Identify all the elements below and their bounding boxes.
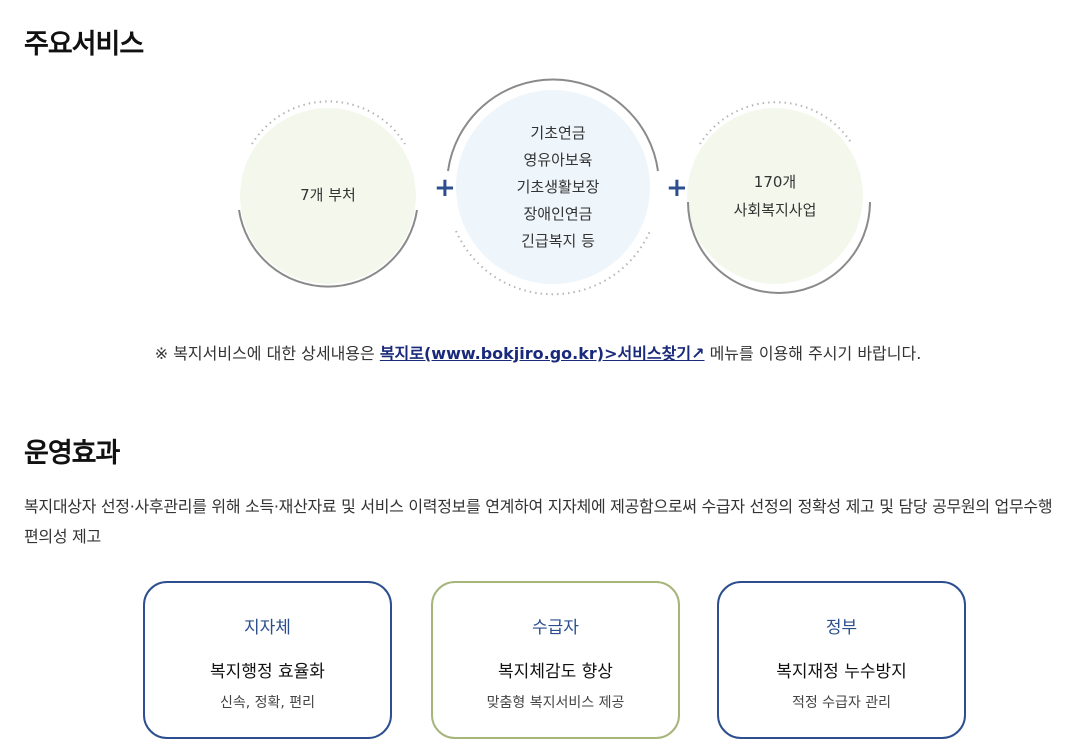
circle-middle-item: 장애인연금 bbox=[523, 205, 593, 223]
circle-left-arc-solid bbox=[238, 209, 418, 288]
card-heading: 수급자 bbox=[532, 618, 579, 638]
bokjiro-link[interactable]: 복지로(www.bokjiro.go.kr)>서비스찾기↗ bbox=[380, 344, 705, 363]
circle-left-line: 7개 부처 bbox=[300, 186, 356, 204]
plus-left: + bbox=[434, 173, 456, 203]
plus-right: + bbox=[666, 173, 688, 203]
external-link-icon: ↗ bbox=[691, 344, 705, 363]
card-subtitle: 맞춤형 복지서비스 제공 bbox=[486, 695, 625, 711]
circle-left-fill bbox=[240, 108, 416, 284]
circle-middle-item: 긴급복지 등 bbox=[521, 232, 595, 250]
card-heading: 지자체 bbox=[244, 618, 291, 638]
services-diagram: + + 7개 부처 기초연금 영유아보육 기초생활보장 장애인연금 긴급복지 등… bbox=[230, 76, 890, 306]
card-heading: 정부 bbox=[825, 618, 858, 638]
effects-description: 복지대상자 선정·사후관리를 위해 소득·재산자료 및 서비스 이력정보를 연계… bbox=[24, 497, 1053, 546]
section-title-effects: 운영효과 bbox=[24, 438, 120, 469]
card-subtitle: 신속, 정확, 편리 bbox=[219, 695, 316, 711]
card-subtitle: 적정 수급자 관리 bbox=[791, 695, 892, 711]
circle-middle-arc-solid bbox=[447, 78, 659, 172]
circle-right-arc-solid bbox=[687, 201, 871, 294]
circle-middle-label: 기초연금 영유아보육 기초생활보장 장애인연금 긴급복지 등 bbox=[448, 120, 668, 255]
section-title-services: 주요서비스 bbox=[24, 29, 144, 60]
circle-middle-item: 영유아보육 bbox=[523, 151, 593, 169]
diagram-graphics: + + bbox=[238, 78, 871, 296]
card-title: 복지체감도 향상 bbox=[498, 662, 613, 682]
notice-text: ※ 복지서비스에 대한 상세내용은 복지로(www.bokjiro.go.kr)… bbox=[0, 340, 1076, 364]
card-recipient: 수급자 복지체감도 향상 맞춤형 복지서비스 제공 bbox=[431, 581, 680, 739]
card-title: 복지행정 효율화 bbox=[210, 662, 325, 682]
card-government: 정부 복지재정 누수방지 적정 수급자 관리 bbox=[717, 581, 966, 739]
notice-prefix: ※ 복지서비스에 대한 상세내용은 bbox=[154, 344, 380, 363]
circle-middle-fill bbox=[456, 90, 650, 284]
circle-right-line1: 170개 bbox=[753, 173, 797, 191]
notice-suffix: 메뉴를 이용해 주시기 바랍니다. bbox=[704, 344, 922, 363]
circle-middle-item: 기초연금 bbox=[530, 124, 586, 142]
circle-right-fill bbox=[687, 108, 863, 284]
circle-right-label: 170개 사회복지사업 bbox=[690, 168, 860, 224]
card-title: 복지재정 누수방지 bbox=[776, 662, 907, 682]
circle-middle-arc-dotted bbox=[455, 230, 651, 296]
circle-left-label: 7개 부처 bbox=[243, 182, 413, 209]
circle-right-line2: 사회복지사업 bbox=[733, 201, 817, 219]
bokjiro-link-text: 복지로(www.bokjiro.go.kr)>서비스찾기 bbox=[379, 344, 692, 363]
card-local-government: 지자체 복지행정 효율화 신속, 정확, 편리 bbox=[143, 581, 392, 739]
circle-middle-item: 기초생활보장 bbox=[516, 178, 600, 196]
